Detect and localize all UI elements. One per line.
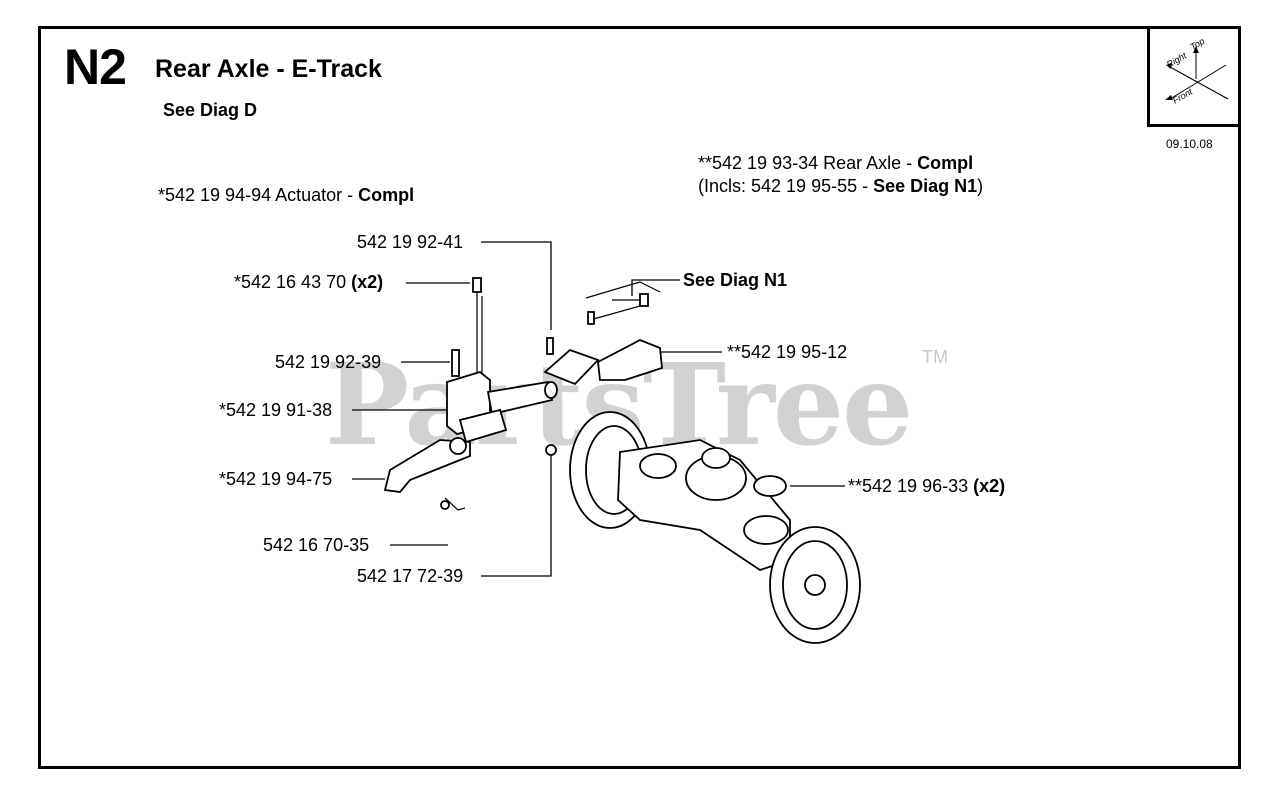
callout-see-diag-n1: See Diag N1 (683, 270, 788, 290)
callout-542-19-94-75: *542 19 94-75 (219, 469, 333, 489)
rear-axle-assembly (569, 411, 861, 644)
callout-542-16-43-70: *542 16 43 70 (x2) (234, 272, 384, 292)
see-diag-reference: See Diag D (163, 100, 258, 120)
orientation-indicator: Top Right Front (1147, 26, 1241, 127)
section-id: N2 (64, 39, 127, 95)
callout-rear-axle-includes: (Incls: 542 19 95-55 - See Diag N1) (698, 176, 984, 196)
callout-542-16-70-35: 542 16 70-35 (263, 535, 370, 555)
callout-542-19-92-41: 542 19 92-41 (357, 232, 464, 252)
callout-542-19-96-33: **542 19 96-33 (x2) (848, 476, 1006, 496)
callout-542-19-91-38: *542 19 91-38 (219, 400, 333, 420)
page-title: Rear Axle - E-Track (155, 55, 382, 83)
callout-rear-axle: **542 19 93-34 Rear Axle - Compl (698, 153, 974, 173)
callout-542-19-95-12: **542 19 95-12 (727, 342, 848, 362)
leader-lines (352, 241, 845, 577)
revision-date: 09.10.08 (1166, 137, 1213, 151)
watermark-tm: TM (922, 347, 948, 367)
orientation-axes-icon (1165, 46, 1229, 100)
callout-542-17-72-39: 542 17 72-39 (357, 566, 464, 586)
callout-542-19-92-39: 542 19 92-39 (275, 352, 382, 372)
callout-actuator: *542 19 94-94 Actuator - Compl (158, 185, 415, 205)
mounting-bracket (585, 281, 663, 381)
actuator-assembly (383, 277, 600, 511)
diagram-frame (38, 26, 1241, 769)
